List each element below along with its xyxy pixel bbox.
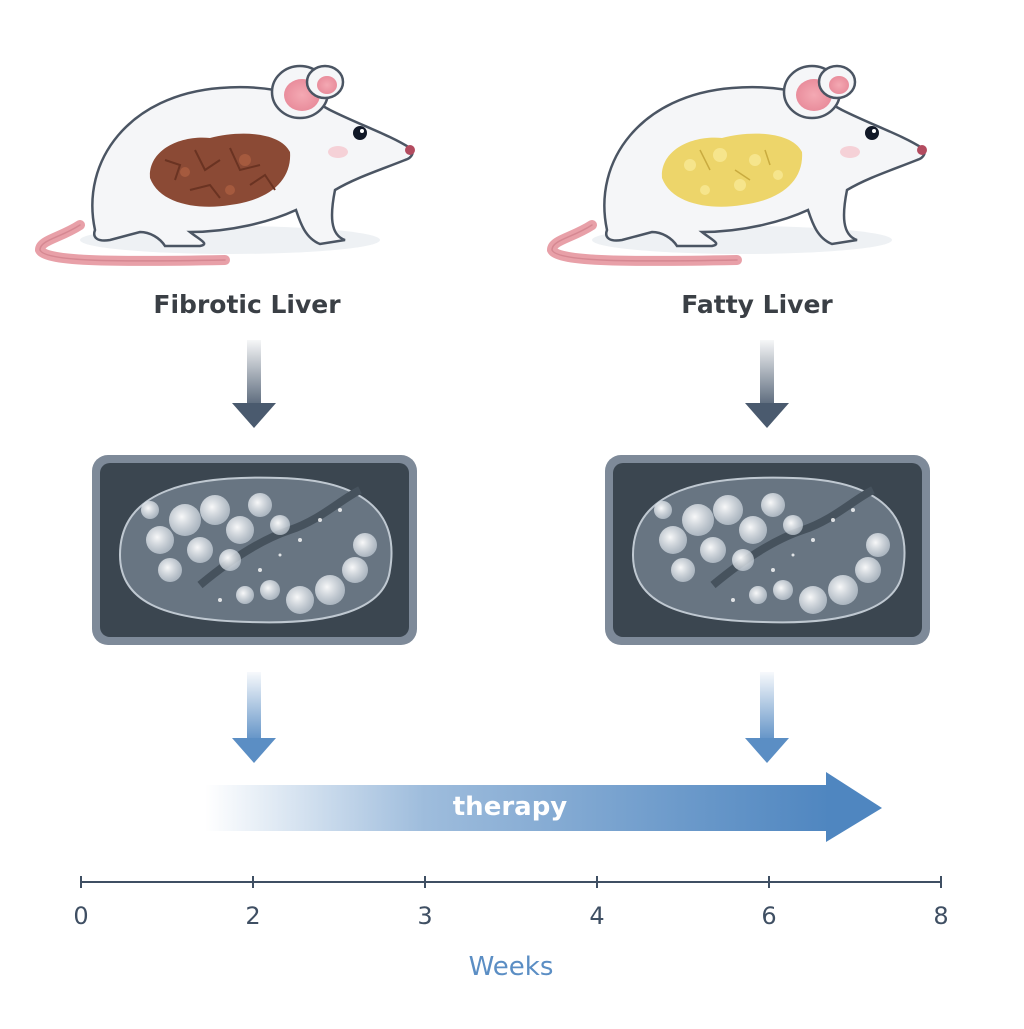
axis-tick-label: 4	[589, 902, 605, 930]
liver-right	[661, 133, 803, 207]
scan-left	[92, 455, 417, 645]
mouse-left	[34, 64, 415, 266]
arrow-down-right-bottom	[745, 672, 789, 763]
axis-tick-label: 2	[245, 902, 261, 930]
axis-tick-label: 3	[417, 902, 433, 930]
axis-tick-label: 8	[933, 902, 949, 930]
axis-ticks	[80, 876, 942, 888]
timeline-axis	[80, 876, 942, 888]
scan-right	[605, 455, 930, 645]
ear-icon	[782, 64, 857, 120]
ear-icon	[270, 64, 345, 120]
mouse-right	[546, 64, 927, 266]
axis-title: Weeks	[468, 952, 554, 982]
axis-tick-label: 0	[73, 902, 89, 930]
therapy-arrow	[205, 772, 882, 842]
axis-tick-label: 6	[761, 902, 777, 930]
arrow-down-left-top	[232, 340, 276, 428]
panel-label-fibrotic: Fibrotic Liver	[153, 290, 341, 319]
arrow-down-right-top	[745, 340, 789, 428]
liver-left	[149, 133, 291, 207]
therapy-label: therapy	[452, 792, 568, 822]
arrow-down-left-bottom	[232, 672, 276, 763]
panel-label-fatty: Fatty Liver	[681, 290, 833, 319]
